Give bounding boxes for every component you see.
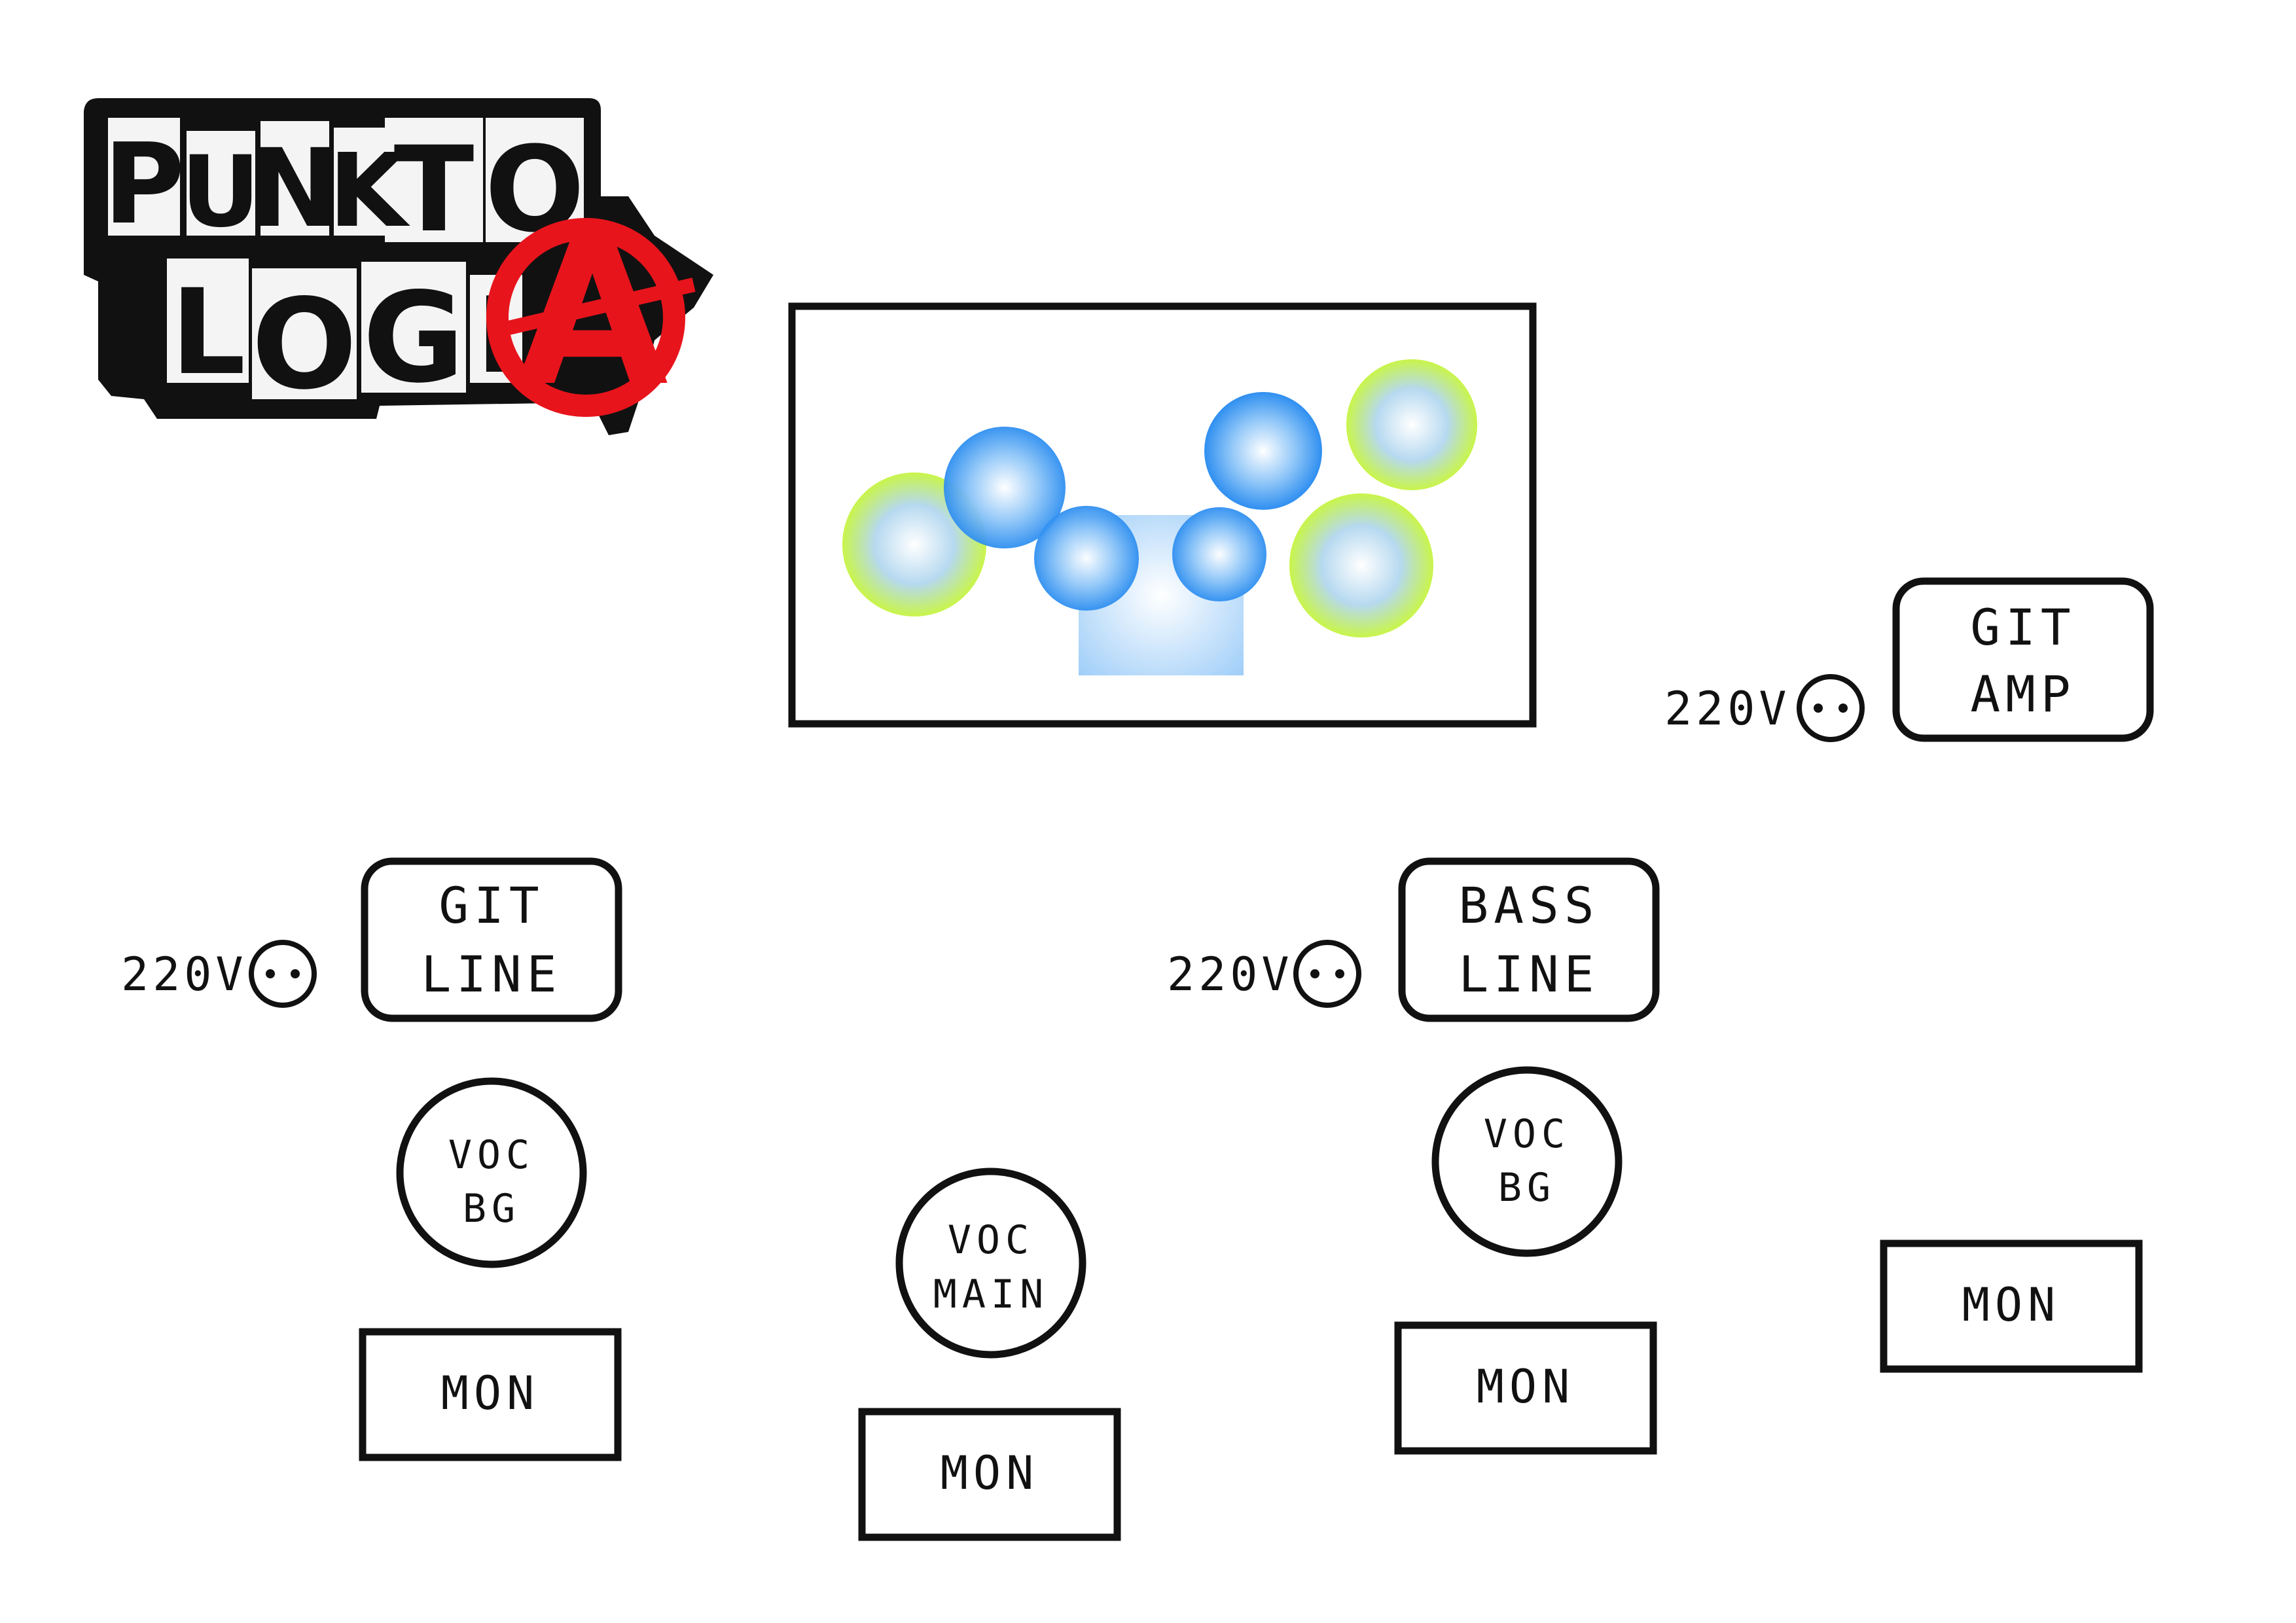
mic-label-1: VOC <box>948 1217 1034 1263</box>
logo-tile <box>385 118 483 242</box>
logo-letter: U <box>181 135 260 249</box>
logo-letter: G <box>363 266 465 410</box>
mic-voc-main: VOC MAIN <box>895 1168 1086 1359</box>
git-line-label-1: GIT <box>439 876 544 935</box>
rack-tom-2 <box>1172 507 1266 601</box>
snare-drum <box>1034 506 1139 611</box>
power-socket-icon <box>1293 940 1361 1008</box>
power-socket-icon <box>1797 674 1865 742</box>
mic-circle <box>1431 1066 1623 1257</box>
bass-line-label-2: LINE <box>1458 945 1599 1003</box>
git-line-station: 220V GIT LINE <box>121 857 622 1022</box>
monitor-box <box>359 1328 622 1461</box>
logo-letter: O <box>251 272 357 417</box>
mic-label-1: VOC <box>448 1132 535 1178</box>
logo-letter: N <box>249 126 340 251</box>
monitor-label: MON <box>941 1446 1039 1500</box>
logo-tile <box>167 259 249 383</box>
logo-tile <box>187 131 255 236</box>
monitor-center: MON <box>858 1408 1121 1541</box>
monitor-label: MON <box>441 1366 539 1420</box>
monitor-box <box>1880 1240 2143 1373</box>
monitor-label: MON <box>1477 1360 1575 1414</box>
mic-label-2: BG <box>1498 1165 1556 1211</box>
bass-line-box <box>1398 857 1660 1022</box>
monitor-box <box>1394 1321 1657 1455</box>
logo-letter: P <box>103 120 185 249</box>
power-socket-icon <box>249 940 317 1008</box>
power-label: 220V <box>1167 948 1293 1001</box>
logo-letter: T <box>394 122 475 259</box>
git-amp-box <box>1892 577 2154 742</box>
mic-label-2: MAIN <box>933 1272 1049 1317</box>
mic-voc-bg-right: VOC BG <box>1431 1066 1623 1257</box>
monitor-box <box>858 1408 1121 1541</box>
logo-tile <box>260 121 329 236</box>
logo-letter: K <box>329 132 410 250</box>
git-line-box <box>361 857 622 1022</box>
mic-circle <box>396 1077 587 1268</box>
git-line-label-2: LINE <box>421 945 562 1003</box>
rack-tom-1 <box>944 427 1066 548</box>
power-label: 220V <box>1664 682 1791 736</box>
drum-riser <box>788 302 1537 728</box>
mic-voc-bg-left: VOC BG <box>396 1077 587 1268</box>
cymbal-right-top <box>1346 359 1477 490</box>
monitor-far-right: MON <box>1880 1240 2143 1373</box>
power-label: 220V <box>121 948 247 1001</box>
floor-tom <box>1204 392 1322 510</box>
band-logo: P U N K T O L O G I A <box>84 98 713 435</box>
logo-line-1: P U N K T O <box>103 118 585 259</box>
git-amp-station: 220V GIT AMP <box>1664 577 2154 742</box>
mic-label-2: BG <box>463 1186 520 1232</box>
monitor-label: MON <box>1962 1278 2060 1332</box>
logo-letter: L <box>171 264 246 401</box>
monitor-right: MON <box>1394 1321 1657 1455</box>
bass-line-label-1: BASS <box>1458 876 1599 935</box>
cymbal-right-bottom <box>1289 493 1433 637</box>
mic-circle <box>895 1168 1086 1359</box>
monitor-left: MON <box>359 1328 622 1461</box>
git-amp-label-1: GIT <box>1970 598 2075 656</box>
logo-tile <box>361 262 466 393</box>
logo-line-2: L O G I <box>167 259 522 417</box>
logo-tile <box>108 118 180 236</box>
anarchy-icon: A <box>486 201 696 429</box>
bass-line-station: 220V BASS LINE <box>1167 857 1660 1022</box>
git-amp-label-2: AMP <box>1970 665 2075 723</box>
mic-label-1: VOC <box>1484 1111 1570 1157</box>
logo-tile <box>252 268 357 399</box>
